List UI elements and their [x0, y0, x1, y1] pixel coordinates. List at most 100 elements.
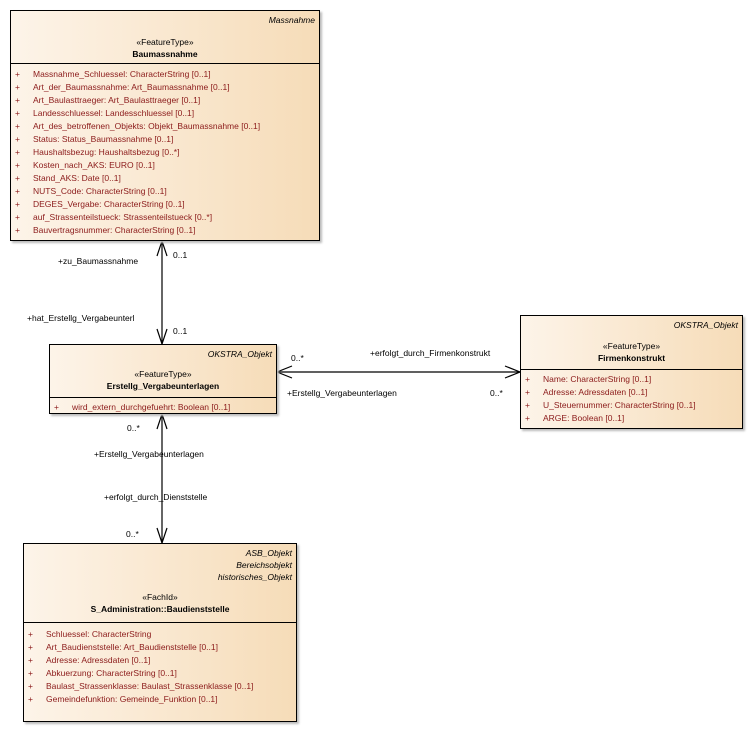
attribute-text: Adresse: Adressdaten [0..1] [543, 387, 648, 397]
attribute-row[interactable]: + Abkuerzung: CharacterString [0..1] [28, 667, 296, 680]
divider [11, 63, 319, 64]
attribute-text: Stand_AKS: Date [0..1] [33, 173, 121, 183]
attribute-text: Art_Baulasttraeger: Art_Baulasttraeger [… [33, 95, 201, 105]
class-name: Erstellg_Vergabeunterlagen [106, 381, 220, 391]
attribute-row[interactable]: + Massnahme_Schluessel: CharacterString [… [15, 68, 319, 81]
attribute-text: Schluessel: CharacterString [46, 629, 152, 639]
attribute-row[interactable]: + Stand_AKS: Date [0..1] [15, 172, 319, 185]
attribute-list: +Name: CharacterString [0..1]+Adresse: A… [521, 373, 742, 425]
multiplicity-label: 0..1 [173, 326, 188, 336]
attribute-row[interactable]: + Haushaltsbezug: Haushaltsbezug [0..*] [15, 146, 319, 159]
attribute-text: Art_der_Baumassnahme: Art_Baumassnahme [… [33, 82, 230, 92]
visibility-marker: + [525, 413, 530, 423]
visibility-marker: + [15, 212, 20, 222]
visibility-marker: + [15, 160, 20, 170]
attribute-text: Status: Status_Baumassnahme [0..1] [33, 134, 174, 144]
attribute-text: ARGE: Boolean [0..1] [543, 413, 625, 423]
attribute-row[interactable]: + Kosten_nach_AKS: EURO [0..1] [15, 159, 319, 172]
visibility-marker: + [15, 199, 20, 209]
arrow-head [156, 412, 168, 430]
divider [24, 622, 296, 623]
role-label: +Erstellg_Vergabeunterlagen [94, 449, 204, 459]
class-name: Firmenkonstrukt [597, 353, 666, 363]
class-tag: ASB_Objekt [245, 548, 292, 558]
attribute-row[interactable]: + wird_extern_durchgefuehrt: Boolean [0..… [54, 401, 276, 414]
attribute-text: Massnahme_Schluessel: CharacterString [0… [33, 69, 211, 79]
visibility-marker: + [54, 402, 59, 412]
visibility-marker: + [28, 694, 33, 704]
class-name: Baumassnahme [132, 49, 198, 59]
role-label: +erfolgt_durch_Firmenkonstrukt [370, 348, 491, 358]
class-tag: historisches_Objekt [217, 572, 292, 582]
visibility-marker: + [15, 95, 20, 105]
class-tag: Massnahme [268, 15, 315, 25]
class-firmenkonstrukt[interactable]: OKSTRA_Objekt «FeatureType» Firmenkonstr… [520, 315, 743, 429]
attribute-row[interactable]: + Baulast_Strassenklasse: Baulast_Strasse… [28, 680, 296, 693]
visibility-marker: + [15, 173, 20, 183]
attribute-row[interactable]: +NUTS_Code: CharacterString [0..1] [15, 185, 319, 198]
multiplicity-label: 0..* [126, 529, 139, 539]
class-stereotype: «FeatureType» [602, 341, 661, 351]
attribute-text: wird_extern_durchgefuehrt: Boolean [0..1… [72, 402, 231, 412]
visibility-marker: + [15, 147, 20, 157]
attribute-row[interactable]: +U_Steuernummer: CharacterString [0..1] [525, 399, 742, 412]
attribute-text: Kosten_nach_AKS: EURO [0..1] [33, 160, 155, 170]
role-label: +zu_Baumassnahme [58, 256, 139, 266]
attribute-text: Abkuerzung: CharacterString [0..1] [46, 668, 177, 678]
visibility-marker: + [15, 225, 20, 235]
arrow-head [156, 239, 168, 257]
role-label: +erfolgt_durch_Dienststelle [104, 492, 208, 502]
attribute-row[interactable]: + Art_Baulasttraeger: Art_Baulasttraeger … [15, 94, 319, 107]
visibility-marker: + [15, 121, 20, 131]
visibility-marker: + [15, 69, 20, 79]
attribute-row[interactable]: + Art_des_betroffenen_Objekts: Objekt_Bau… [15, 120, 319, 133]
class-name: S_Administration::Baudienststelle [90, 604, 230, 614]
role-label: +Erstellg_Vergabeunterlagen [287, 388, 397, 398]
attribute-row[interactable]: + Adresse: Adressdaten [0..1] [525, 386, 742, 399]
divider [521, 369, 742, 370]
multiplicity-label: 0..* [291, 353, 304, 363]
multiplicity-label: 0..* [127, 423, 140, 433]
role-label: +hat_Erstellg_Vergabeunterl [27, 313, 135, 323]
attribute-row[interactable]: + ARGE: Boolean [0..1] [525, 412, 742, 425]
attribute-text: Baulast_Strassenklasse: Baulast_Strassen… [46, 681, 254, 691]
class-stereotype: «FachId» [142, 592, 178, 602]
visibility-marker: + [28, 629, 33, 639]
attribute-row[interactable]: +Status: Status_Baumassnahme [0..1] [15, 133, 319, 146]
attribute-row[interactable]: + Bauvertragsnummer: CharacterString [0..… [15, 224, 319, 237]
attribute-text: Bauvertragsnummer: CharacterString [0..1… [33, 225, 196, 235]
visibility-marker: + [28, 668, 33, 678]
attribute-row[interactable]: + DEGES_Vergabe: CharacterString [0..1] [15, 198, 319, 211]
class-tag: Bereichsobjekt [236, 560, 292, 570]
attribute-text: Gemeindefunktion: Gemeinde_Funktion [0..… [46, 694, 218, 704]
attribute-row[interactable]: + Art_der_Baumassnahme: Art_Baumassnahme … [15, 81, 319, 94]
visibility-marker: + [525, 387, 530, 397]
attribute-row[interactable]: + Gemeindefunktion: Gemeinde_Funktion [0.… [28, 693, 296, 706]
visibility-marker: + [525, 374, 530, 384]
visibility-marker: + [15, 82, 20, 92]
arrow-head [275, 365, 293, 379]
attribute-text: Haushaltsbezug: Haushaltsbezug [0..*] [33, 147, 180, 157]
attribute-row[interactable]: + Schluessel: CharacterString [28, 628, 296, 641]
class-baudienststelle[interactable]: ASB_Objekt Bereichsobjekt historisches_O… [23, 543, 297, 722]
attribute-list: + wird_extern_durchgefuehrt: Boolean [0..… [50, 401, 276, 414]
attribute-text: DEGES_Vergabe: CharacterString [0..1] [33, 199, 185, 209]
attribute-row[interactable]: +Name: CharacterString [0..1] [525, 373, 742, 386]
attribute-row[interactable]: +Art_Baudienststelle: Art_Baudienststell… [28, 641, 296, 654]
attribute-text: Art_des_betroffenen_Objekts: Objekt_Baum… [33, 121, 261, 131]
attribute-row[interactable]: +Landesschluessel: Landesschluessel [0..… [15, 107, 319, 120]
class-baumassnahme[interactable]: Massnahme «FeatureType» Baumassnahme +Ma… [10, 10, 320, 241]
attribute-list: + Schluessel: CharacterString +Art_Baudien… [24, 628, 296, 706]
attribute-row[interactable]: + auf_Strassenteilstueck: Strassenteilstu… [15, 211, 319, 224]
attribute-row[interactable]: +Adresse: Adressdaten [0..1] [28, 654, 296, 667]
visibility-marker: + [15, 108, 20, 118]
visibility-marker: + [525, 400, 530, 410]
visibility-marker: + [28, 655, 33, 665]
visibility-marker: + [15, 186, 20, 196]
class-erstellg-vergabeunterlagen[interactable]: OKSTRA_Objekt «FeatureType» Erstellg_Ver… [49, 344, 277, 414]
visibility-marker: + [28, 681, 33, 691]
class-tag: OKSTRA_Objekt [673, 320, 738, 330]
attribute-text: auf_Strassenteilstueck: Strassenteilstue… [33, 212, 213, 222]
divider [50, 397, 276, 398]
class-tag: OKSTRA_Objekt [207, 349, 272, 359]
